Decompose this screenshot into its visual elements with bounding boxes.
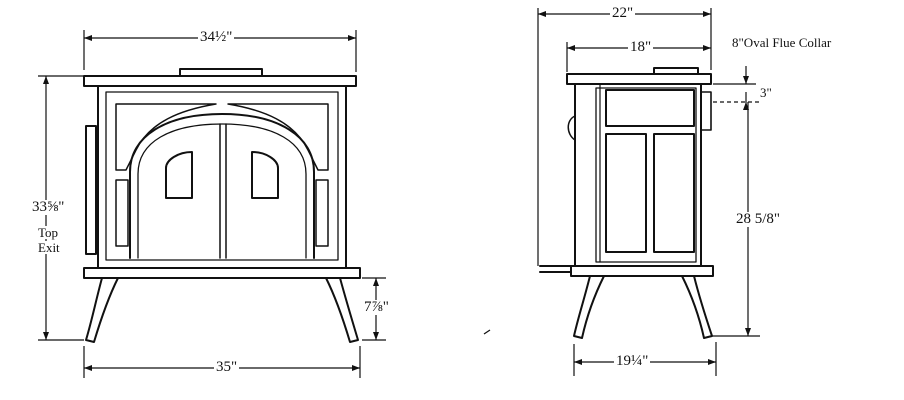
side-flue-cap [653,67,699,75]
top-exit-label-1: Top [38,225,59,240]
side-view-stove [539,67,714,339]
front-view-stove [83,68,361,343]
flue-collar-label: 8"Oval Flue Collar [732,35,832,50]
arrow-leg-bottom [373,332,379,340]
arrow-base-right [352,365,360,371]
front-base-width-label: 35" [214,359,240,375]
front-left-window [165,151,193,199]
side-flue-collar [700,91,712,131]
front-width-label: 34½" [198,29,235,45]
front-door-arch-inner [137,123,307,259]
front-height-label: 33⅝" [30,199,67,215]
arrow-flue-height-bottom [745,328,751,336]
front-lower-left-panel [115,179,129,247]
arrow-height-bottom [43,332,49,340]
front-lower-right-panel [315,179,329,247]
arrow-height-top [43,76,49,84]
arrow-top-right [348,35,356,41]
front-top-plate [83,75,357,87]
side-leg-depth-label: 19¼" [614,353,651,369]
arrow-body-right [703,45,711,51]
arrow-legdepth-left [574,359,582,365]
side-depth-label: 22" [610,5,636,21]
side-top-plate [566,73,712,85]
front-right-window [251,151,279,199]
top-exit-label-2: Exit [38,240,60,255]
front-top-flue-cap [179,68,263,77]
arrow-leg-top [373,278,379,286]
arrow-flue-offset-top [743,76,749,84]
arrow-depth-right [703,11,711,17]
arrow-body-left [567,45,575,51]
front-base-plate [83,267,361,279]
side-left-leg [573,275,605,339]
flue-height-label: 28 5/8" [734,211,783,227]
stray-mark [483,329,491,335]
side-right-leg [681,275,713,339]
front-side-handle [85,125,97,255]
side-panel-frame [595,87,697,263]
flue-offset-label: 3" [760,85,772,100]
side-upper-panel [605,89,695,127]
side-body-depth-label: 18" [628,39,654,55]
front-door-arch [129,113,315,259]
arrow-depth-left [538,11,546,17]
side-lower-right-panel [653,133,695,253]
front-right-leg [325,277,359,343]
side-handle [567,115,576,141]
arrow-base-left [84,365,92,371]
leg-height-label: 7⅞" [362,299,391,315]
arrow-top-left [84,35,92,41]
side-lower-left-panel [605,133,647,253]
arrow-flue-offset-bottom [743,102,749,110]
arrow-legdepth-right [708,359,716,365]
side-body [574,83,702,267]
front-left-leg [85,277,119,343]
side-base-plate [570,265,714,277]
front-inner-frame [105,91,339,261]
